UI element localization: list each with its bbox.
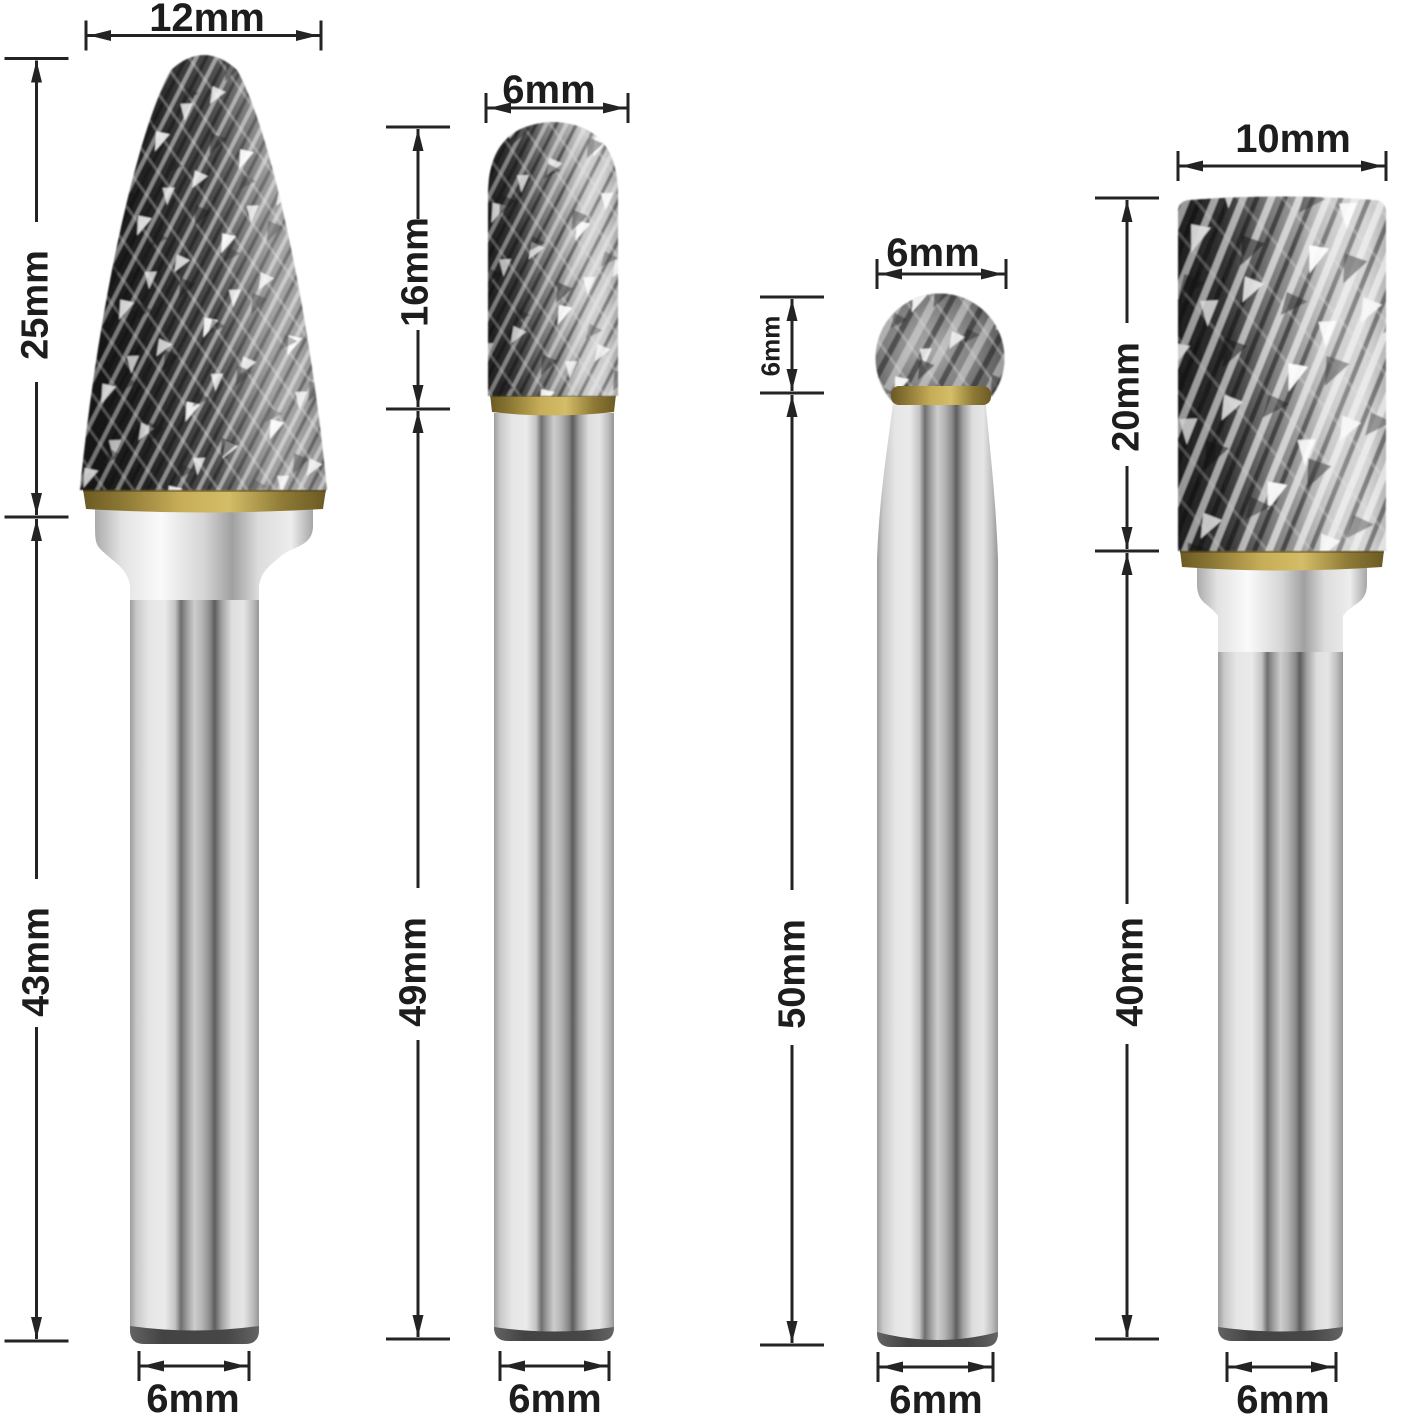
svg-text:6mm: 6mm: [502, 68, 595, 112]
svg-text:25mm: 25mm: [15, 250, 57, 360]
svg-text:50mm: 50mm: [772, 919, 814, 1029]
svg-text:12mm: 12mm: [149, 0, 265, 40]
svg-text:6mm: 6mm: [889, 1378, 982, 1415]
svg-text:40mm: 40mm: [1110, 917, 1152, 1027]
svg-text:6mm: 6mm: [146, 1377, 239, 1415]
svg-text:6mm: 6mm: [508, 1377, 601, 1415]
svg-text:43mm: 43mm: [16, 907, 58, 1017]
svg-text:6mm: 6mm: [1236, 1378, 1329, 1415]
svg-text:20mm: 20mm: [1106, 342, 1148, 452]
svg-text:16mm: 16mm: [395, 217, 437, 327]
svg-text:10mm: 10mm: [1235, 117, 1351, 161]
svg-text:49mm: 49mm: [393, 917, 435, 1027]
svg-text:6mm: 6mm: [886, 231, 979, 275]
svg-text:6mm: 6mm: [755, 316, 785, 377]
